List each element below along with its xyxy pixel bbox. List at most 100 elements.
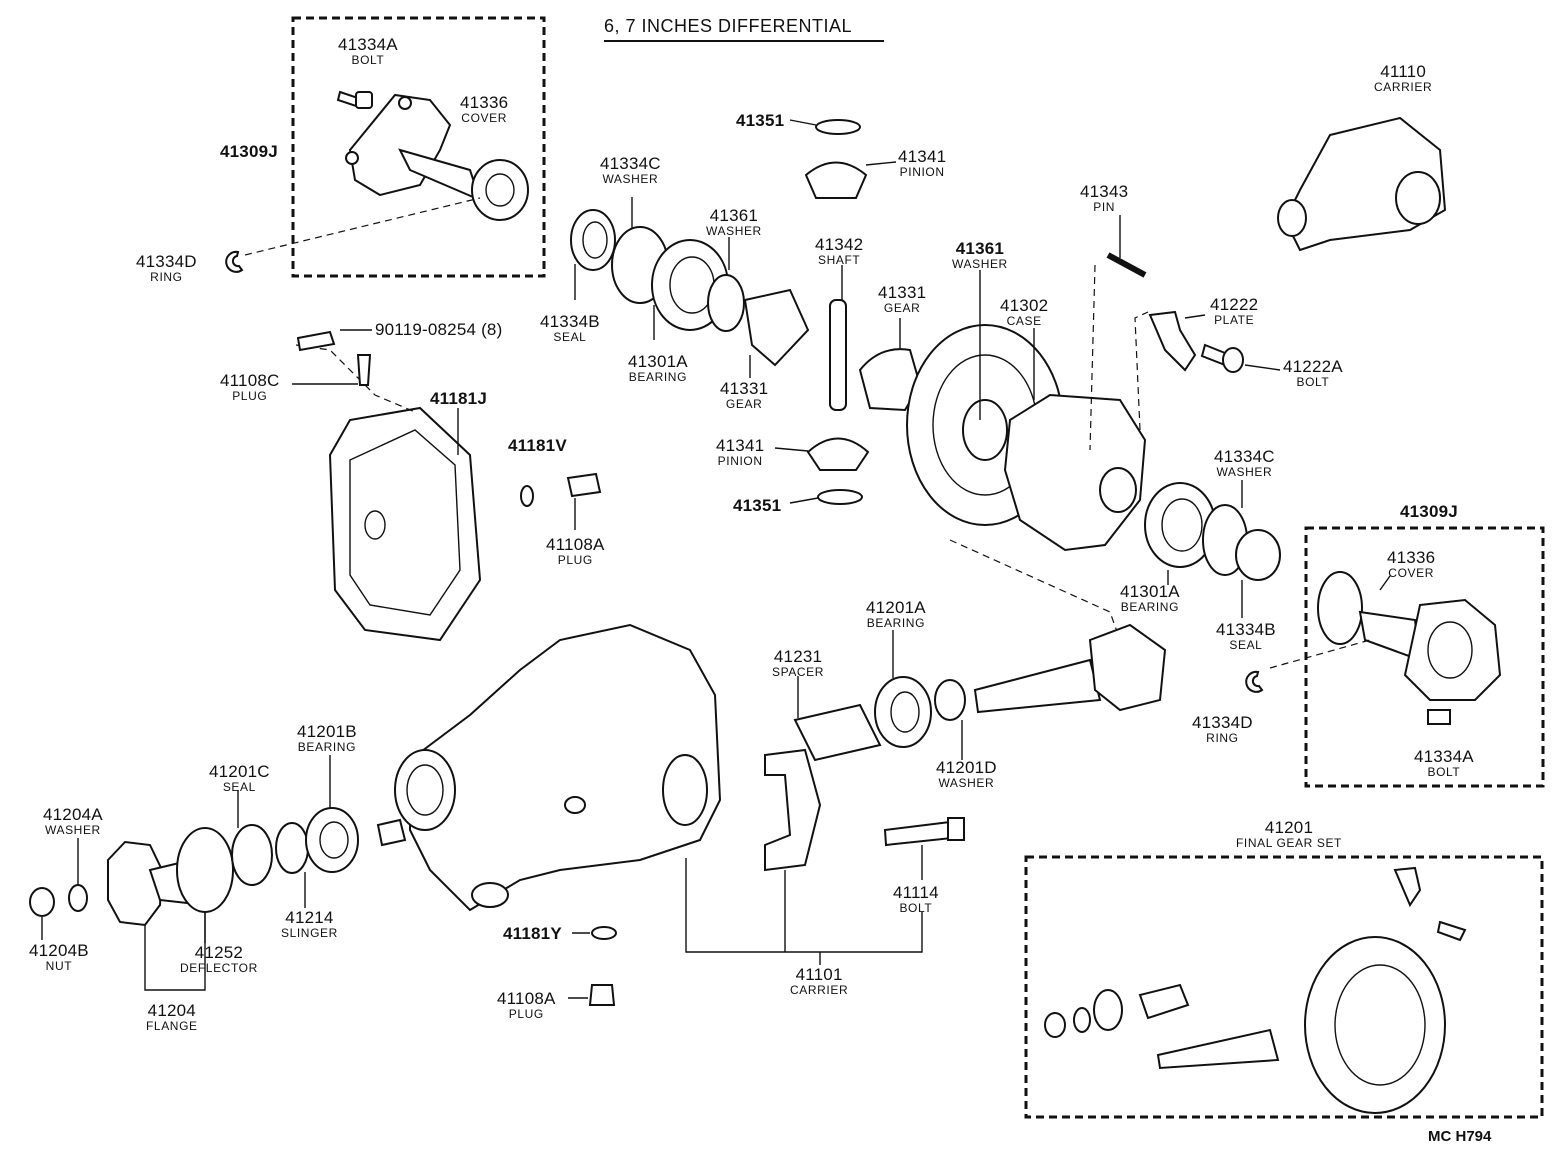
part-name: PLUG bbox=[232, 389, 268, 403]
label-41334b-right: 41334B SEAL bbox=[1216, 621, 1276, 651]
label-41201: 41201 FINAL GEAR SET bbox=[1236, 819, 1342, 849]
part-number: 41181V bbox=[508, 436, 567, 455]
part-number: 41301A bbox=[1120, 582, 1180, 601]
part-name: BEARING bbox=[628, 370, 688, 384]
part-name: SEAL bbox=[1229, 638, 1263, 652]
part-number: 41201D bbox=[936, 758, 997, 777]
label-41201c: 41201C SEAL bbox=[209, 763, 270, 793]
washer-41351-top bbox=[815, 119, 861, 135]
label-41309j-right: 41309J bbox=[1400, 503, 1458, 520]
label-41204: 41204 FLANGE bbox=[146, 1002, 198, 1032]
label-41301a-right: 41301A BEARING bbox=[1120, 583, 1180, 613]
washer-41204a bbox=[68, 884, 88, 912]
slinger-41214 bbox=[275, 822, 309, 874]
part-number: 41334D bbox=[136, 252, 197, 271]
label-41334c-left: 41334C WASHER bbox=[600, 155, 661, 185]
label-41108c: 41108C PLUG bbox=[220, 372, 280, 402]
part-name: BOLT bbox=[351, 53, 385, 67]
part-number: 41334B bbox=[540, 312, 600, 331]
label-41361-left: 41361 WASHER bbox=[706, 207, 762, 237]
part-number: 41201C bbox=[209, 762, 270, 781]
part-name: CASE bbox=[1006, 314, 1042, 328]
part-name: BOLT bbox=[899, 901, 933, 915]
label-41201b: 41201B BEARING bbox=[297, 723, 357, 753]
part-name: BEARING bbox=[1120, 600, 1180, 614]
part-number: 41334C bbox=[1214, 447, 1275, 466]
plug-41108a-upper bbox=[566, 472, 602, 498]
part-number: 41336 bbox=[1387, 548, 1436, 567]
rear-cover-41181j bbox=[328, 406, 482, 642]
label-41342: 41342 SHAFT bbox=[815, 236, 863, 266]
part-number: 90119-08254 (8) bbox=[375, 320, 503, 339]
part-number: 41334A bbox=[1414, 747, 1474, 766]
part-name: BOLT bbox=[1427, 765, 1461, 779]
label-41204a: 41204A WASHER bbox=[43, 806, 103, 836]
washer-41181y bbox=[591, 926, 617, 940]
gear-41331-left bbox=[743, 288, 810, 367]
label-41351-bottom: 41351 bbox=[733, 497, 781, 514]
part-name: DEFLECTOR bbox=[180, 961, 258, 975]
part-number: 41214 bbox=[285, 908, 334, 927]
label-41114: 41114 BOLT bbox=[893, 884, 939, 914]
plug-41108a-lower bbox=[588, 984, 616, 1006]
label-41181j: 41181J bbox=[430, 390, 487, 407]
part-name: WASHER bbox=[1216, 465, 1273, 479]
part-name: CARRIER bbox=[790, 983, 849, 997]
part-number: 41252 bbox=[194, 943, 244, 962]
part-number: 41351 bbox=[733, 496, 782, 515]
plate-41222 bbox=[1148, 310, 1197, 372]
part-number: 41341 bbox=[898, 147, 947, 166]
part-number: 41336 bbox=[460, 93, 509, 112]
bolt-41114 bbox=[883, 820, 954, 847]
label-41343: 41343 PIN bbox=[1080, 183, 1128, 213]
spacer-41231 bbox=[793, 703, 882, 762]
part-number: 41301A bbox=[628, 352, 688, 371]
label-41334a-right: 41334A BOLT bbox=[1414, 748, 1474, 778]
part-number: 41204 bbox=[147, 1001, 196, 1020]
part-number: 41201B bbox=[297, 722, 357, 741]
part-number: 41231 bbox=[773, 647, 823, 666]
part-number: 41114 bbox=[893, 883, 939, 902]
part-number: 41341 bbox=[716, 436, 765, 455]
part-number: 41334A bbox=[338, 35, 398, 54]
part-name: FINAL GEAR SET bbox=[1236, 836, 1342, 850]
part-name: BEARING bbox=[297, 740, 357, 754]
seal-41334b-right bbox=[1235, 529, 1281, 581]
label-41309j-left: 41309J bbox=[220, 143, 278, 160]
ring-gear-and-case bbox=[906, 324, 1147, 552]
washer-41361-left bbox=[707, 274, 745, 332]
seal-41334b-left bbox=[570, 209, 616, 271]
deflector-41252 bbox=[176, 827, 234, 913]
part-name: WASHER bbox=[952, 257, 1008, 271]
part-name: PINION bbox=[717, 454, 763, 468]
part-name: COVER bbox=[1388, 566, 1434, 580]
label-41201d: 41201D WASHER bbox=[936, 759, 997, 789]
label-41336-left: 41336 COVER bbox=[460, 94, 508, 124]
cover-assembly-right bbox=[1317, 571, 1502, 725]
part-number: 41108A bbox=[546, 535, 605, 554]
carrier-41101 bbox=[376, 623, 722, 912]
part-name: WASHER bbox=[938, 776, 995, 790]
part-name: RING bbox=[150, 270, 183, 284]
bolt-90119-08254 bbox=[296, 330, 336, 352]
label-41181y: 41181Y bbox=[503, 925, 562, 942]
label-41181v: 41181V bbox=[508, 437, 567, 454]
diagram-code: MC H794 bbox=[1428, 1128, 1492, 1145]
washer-41351-bottom bbox=[817, 489, 863, 505]
part-name: SLINGER bbox=[281, 926, 338, 940]
part-number: 41222 bbox=[1210, 295, 1259, 314]
part-number: 41331 bbox=[720, 379, 769, 398]
part-number: 41309J bbox=[220, 142, 278, 161]
part-name: BEARING bbox=[866, 616, 926, 630]
part-number: 41309J bbox=[1400, 502, 1458, 521]
part-number: 41334C bbox=[600, 154, 661, 173]
part-number: 41108C bbox=[220, 371, 280, 390]
part-name: FLANGE bbox=[146, 1019, 198, 1033]
label-41341-bottom: 41341 PINION bbox=[716, 437, 764, 467]
ring-41334d-left bbox=[225, 250, 244, 273]
label-41214: 41214 SLINGER bbox=[281, 909, 338, 939]
part-name: BOLT bbox=[1296, 375, 1330, 389]
ring-41334d-right bbox=[1245, 670, 1264, 693]
pinion-41341-bottom bbox=[806, 437, 870, 471]
label-41231: 41231 SPACER bbox=[772, 648, 824, 678]
